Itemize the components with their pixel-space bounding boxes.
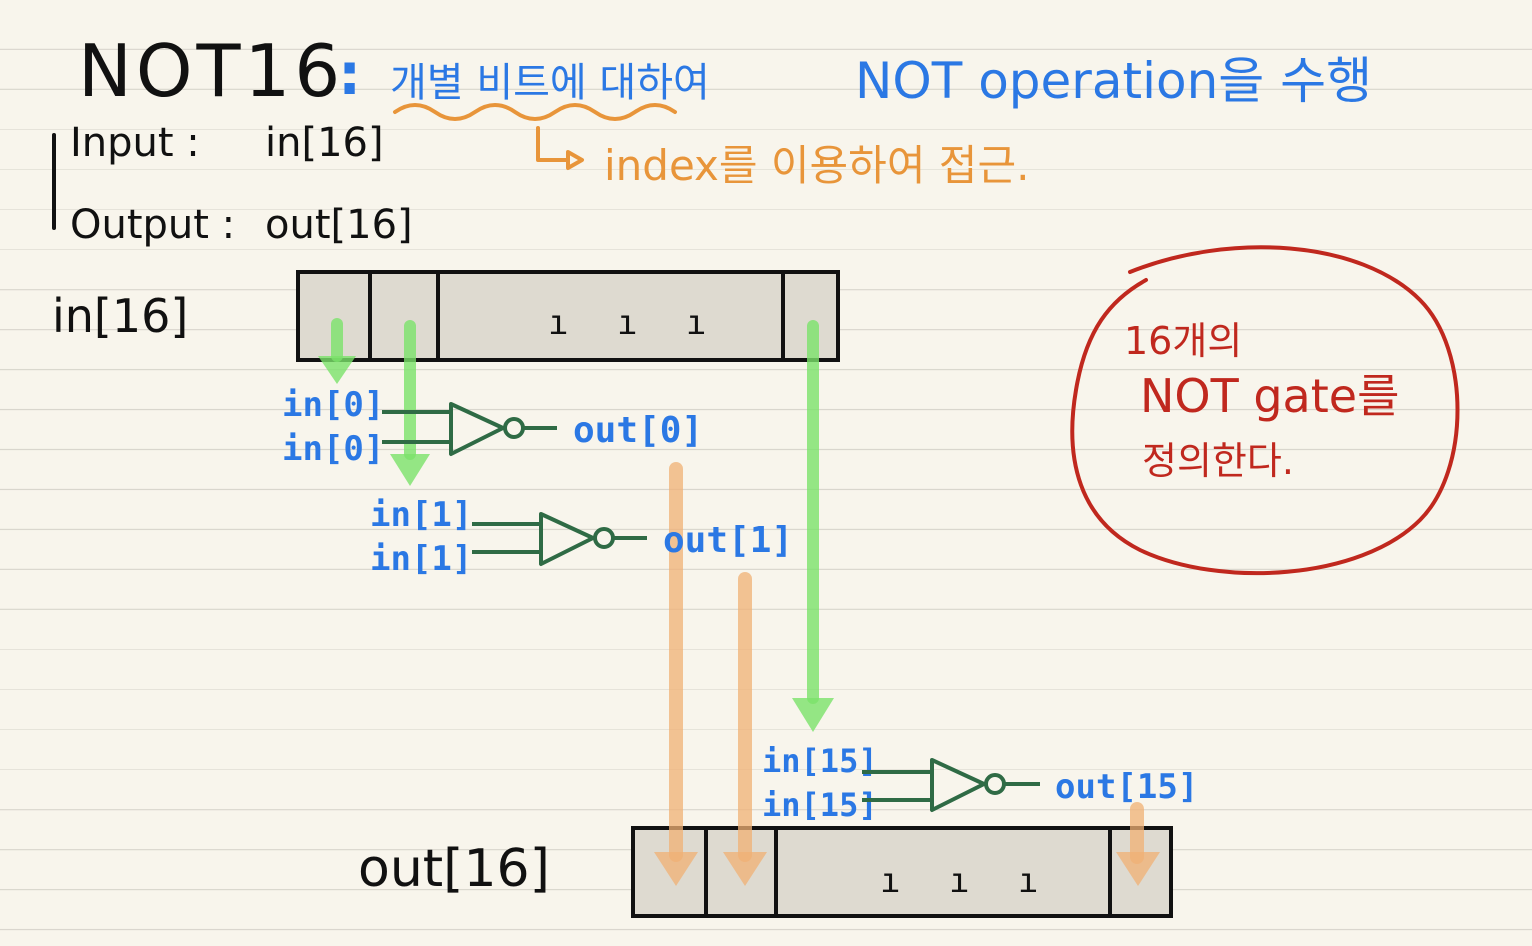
input-register: ı ı ı (296, 270, 840, 362)
output-register: ı ı ı (631, 826, 1173, 918)
output-arrow-shaft (738, 572, 752, 862)
input-arrows (318, 318, 834, 732)
not-gate-15-icon (930, 758, 986, 812)
output-arrow-head-icon (1116, 852, 1160, 886)
output-register-body (631, 826, 1173, 918)
note-index-access: index를 이용하여 접근. (604, 141, 1029, 190)
note-arrow (536, 126, 570, 162)
output-label: Output : (70, 202, 235, 248)
title-separator: : (338, 40, 361, 108)
circled-note-line1: 16개의 (1124, 319, 1242, 363)
gate-15-output: out[15] (1055, 767, 1198, 807)
not-gate-1: in[1] in[1] out[1] (370, 495, 793, 579)
not-gate-0-icon (449, 402, 505, 456)
input-arrow-shaft (404, 320, 416, 460)
note-arrowhead-icon (566, 150, 584, 170)
gate-1-input-b: in[1] (370, 539, 472, 579)
circled-note-line2: NOT gate를 (1140, 369, 1399, 423)
output-arrow-head-icon (723, 852, 767, 886)
input-value: in[16] (265, 120, 384, 166)
gate-15-inverter-bubble (984, 773, 1006, 795)
diagram-title: NOT16 (78, 29, 344, 113)
gate-1-output: out[1] (663, 520, 793, 561)
input-arrow-head-icon (318, 356, 356, 384)
gate-0-input-a: in[0] (282, 385, 384, 425)
input-arrow-shaft (331, 318, 343, 362)
note-circle-outline (1070, 245, 1460, 576)
input-arrow-head-icon (792, 698, 834, 732)
circled-note-line3: 정의한다. (1142, 439, 1294, 483)
not-gate-1-icon (539, 512, 595, 566)
input-arrow-head-icon (390, 454, 430, 486)
gate-0-inverter-bubble (503, 417, 525, 439)
title-description-operation: NOT operation을 수행 (855, 52, 1372, 110)
output-arrow-head-icon (654, 852, 698, 886)
output-register-label: out[16] (358, 839, 550, 899)
gate-1-inverter-bubble (593, 527, 615, 549)
output-arrow-shaft (669, 462, 683, 862)
input-label: Input : (70, 120, 200, 166)
not-gate-15: in[15] in[15] out[15] (762, 742, 1198, 824)
wavy-underline (393, 103, 677, 121)
output-arrows (654, 462, 1160, 886)
output-arrow-shaft (1130, 802, 1144, 864)
gate-0-output: out[0] (573, 410, 703, 451)
gate-15-input-b: in[15] (762, 786, 878, 824)
gate-15-input-a: in[15] (762, 742, 878, 780)
circled-note: 16개의 NOT gate를 정의한다. (1070, 245, 1460, 576)
output-register-ellipsis: ı ı ı (880, 861, 1052, 901)
input-arrow-shaft (807, 320, 819, 704)
input-register-ellipsis: ı ı ı (548, 303, 720, 343)
input-register-label: in[16] (52, 289, 188, 343)
input-register-body (296, 270, 840, 362)
title-description-korean: 개별 비트에 대하여 (390, 60, 710, 106)
gate-1-input-a: in[1] (370, 495, 472, 535)
gate-0-input-b: in[0] (282, 429, 384, 469)
not-gate-0: in[0] in[0] out[0] (282, 385, 703, 469)
output-value: out[16] (265, 202, 413, 248)
